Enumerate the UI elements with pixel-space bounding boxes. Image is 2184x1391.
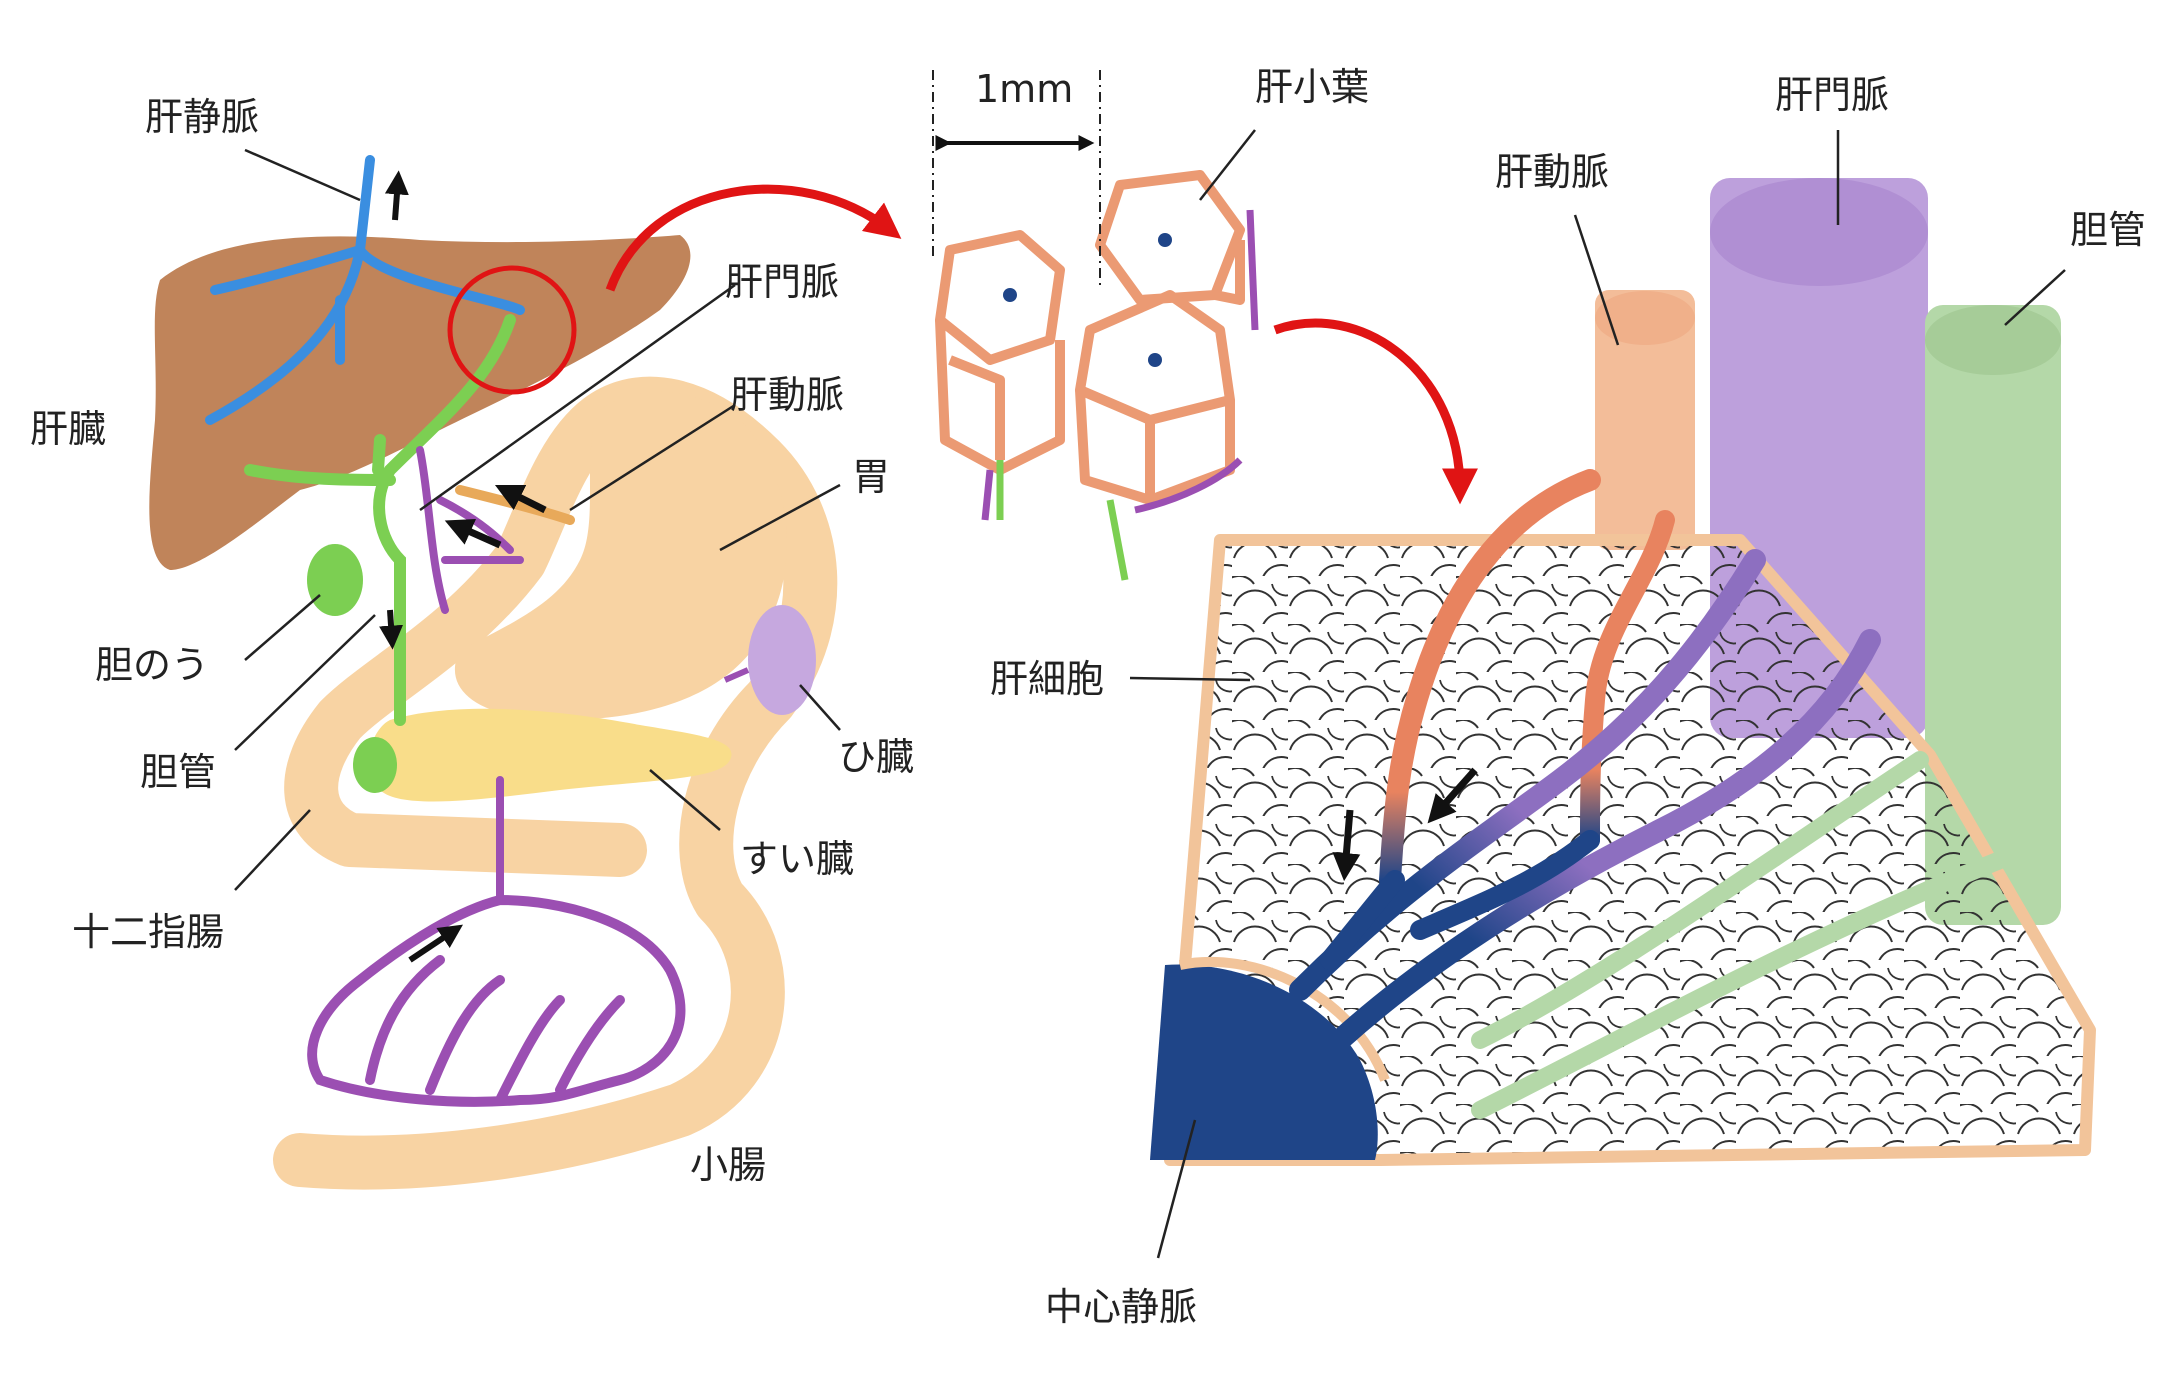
lobule-illustration (932, 70, 1478, 581)
lobule-hex (935, 230, 1065, 365)
bile-duct-vessel (244, 314, 516, 726)
flow-arrow (1332, 809, 1361, 882)
stomach-shape (454, 391, 787, 720)
flow-arrow (494, 484, 547, 514)
label-stomach: 胃 (852, 455, 890, 499)
label-gallbladder: 胆のう (95, 643, 209, 687)
label-hepatic-artery-left: 肝動脈 (730, 373, 844, 417)
zoom-circle (447, 265, 577, 395)
label-pancreas: すい臓 (740, 837, 854, 881)
label-bile-duct-left: 胆管 (140, 750, 216, 794)
label-duodenum: 十二指腸 (72, 910, 224, 954)
bile-canaliculus (1471, 751, 1929, 1049)
leader-lines-right (1129, 130, 2066, 1259)
leader-lines-left (234, 148, 841, 891)
label-hepatocyte: 肝細胞 (990, 657, 1104, 701)
portal-vein-vessel (416, 446, 524, 904)
label-bile-duct-right: 胆管 (2070, 208, 2146, 252)
tissue-illustration (1150, 178, 2096, 1166)
label-lobule: 肝小葉 (1255, 65, 1369, 109)
central-vein-shape (1150, 964, 1378, 1160)
bile-canaliculus (1471, 851, 2009, 1119)
portal-branch (1329, 629, 1881, 1051)
mesenteric-arcade (307, 895, 686, 1107)
liver-shape (149, 235, 691, 570)
artery-branch (1379, 469, 1601, 891)
bile-duct-tube (1925, 305, 2061, 925)
pancreas-shape (369, 708, 732, 802)
intestine-shape (273, 376, 838, 1190)
label-small-intestine: 小腸 (690, 1143, 766, 1187)
spleen-shape (748, 605, 816, 715)
portal-branch (1289, 549, 1766, 1001)
label-central-vein: 中心静脈 (1045, 1285, 1197, 1329)
label-hepatic-artery-right: 肝動脈 (1495, 150, 1609, 194)
label-liver: 肝臓 (30, 407, 106, 451)
abdomen-illustration (149, 155, 902, 1190)
zoom-arrow-1 (605, 184, 902, 292)
flow-arrow (384, 170, 409, 221)
labels: 肝静脈 肝臓 胆のう 胆管 十二指腸 肝門脈 肝動脈 胃 ひ臓 すい臓 小腸 1… (30, 65, 2146, 1329)
label-spleen: ひ臓 (838, 735, 914, 779)
flow-arrow (444, 519, 502, 549)
flow-arrow (1427, 767, 1478, 824)
gallbladder-shape (307, 544, 363, 616)
label-scale: 1mm (975, 67, 1073, 111)
hepatic-artery-tube (1595, 290, 1695, 550)
flow-arrow (408, 924, 463, 963)
flow-arrow (379, 609, 404, 650)
label-hepatic-vein: 肝静脈 (145, 95, 259, 139)
artery-branch (1580, 510, 1675, 850)
label-portal-vein-right: 肝門脈 (1775, 73, 1889, 117)
label-portal-vein-left: 肝門脈 (725, 260, 839, 304)
hepatic-vein-vessel (205, 155, 525, 425)
zoom-arrow-2 (1273, 318, 1478, 505)
